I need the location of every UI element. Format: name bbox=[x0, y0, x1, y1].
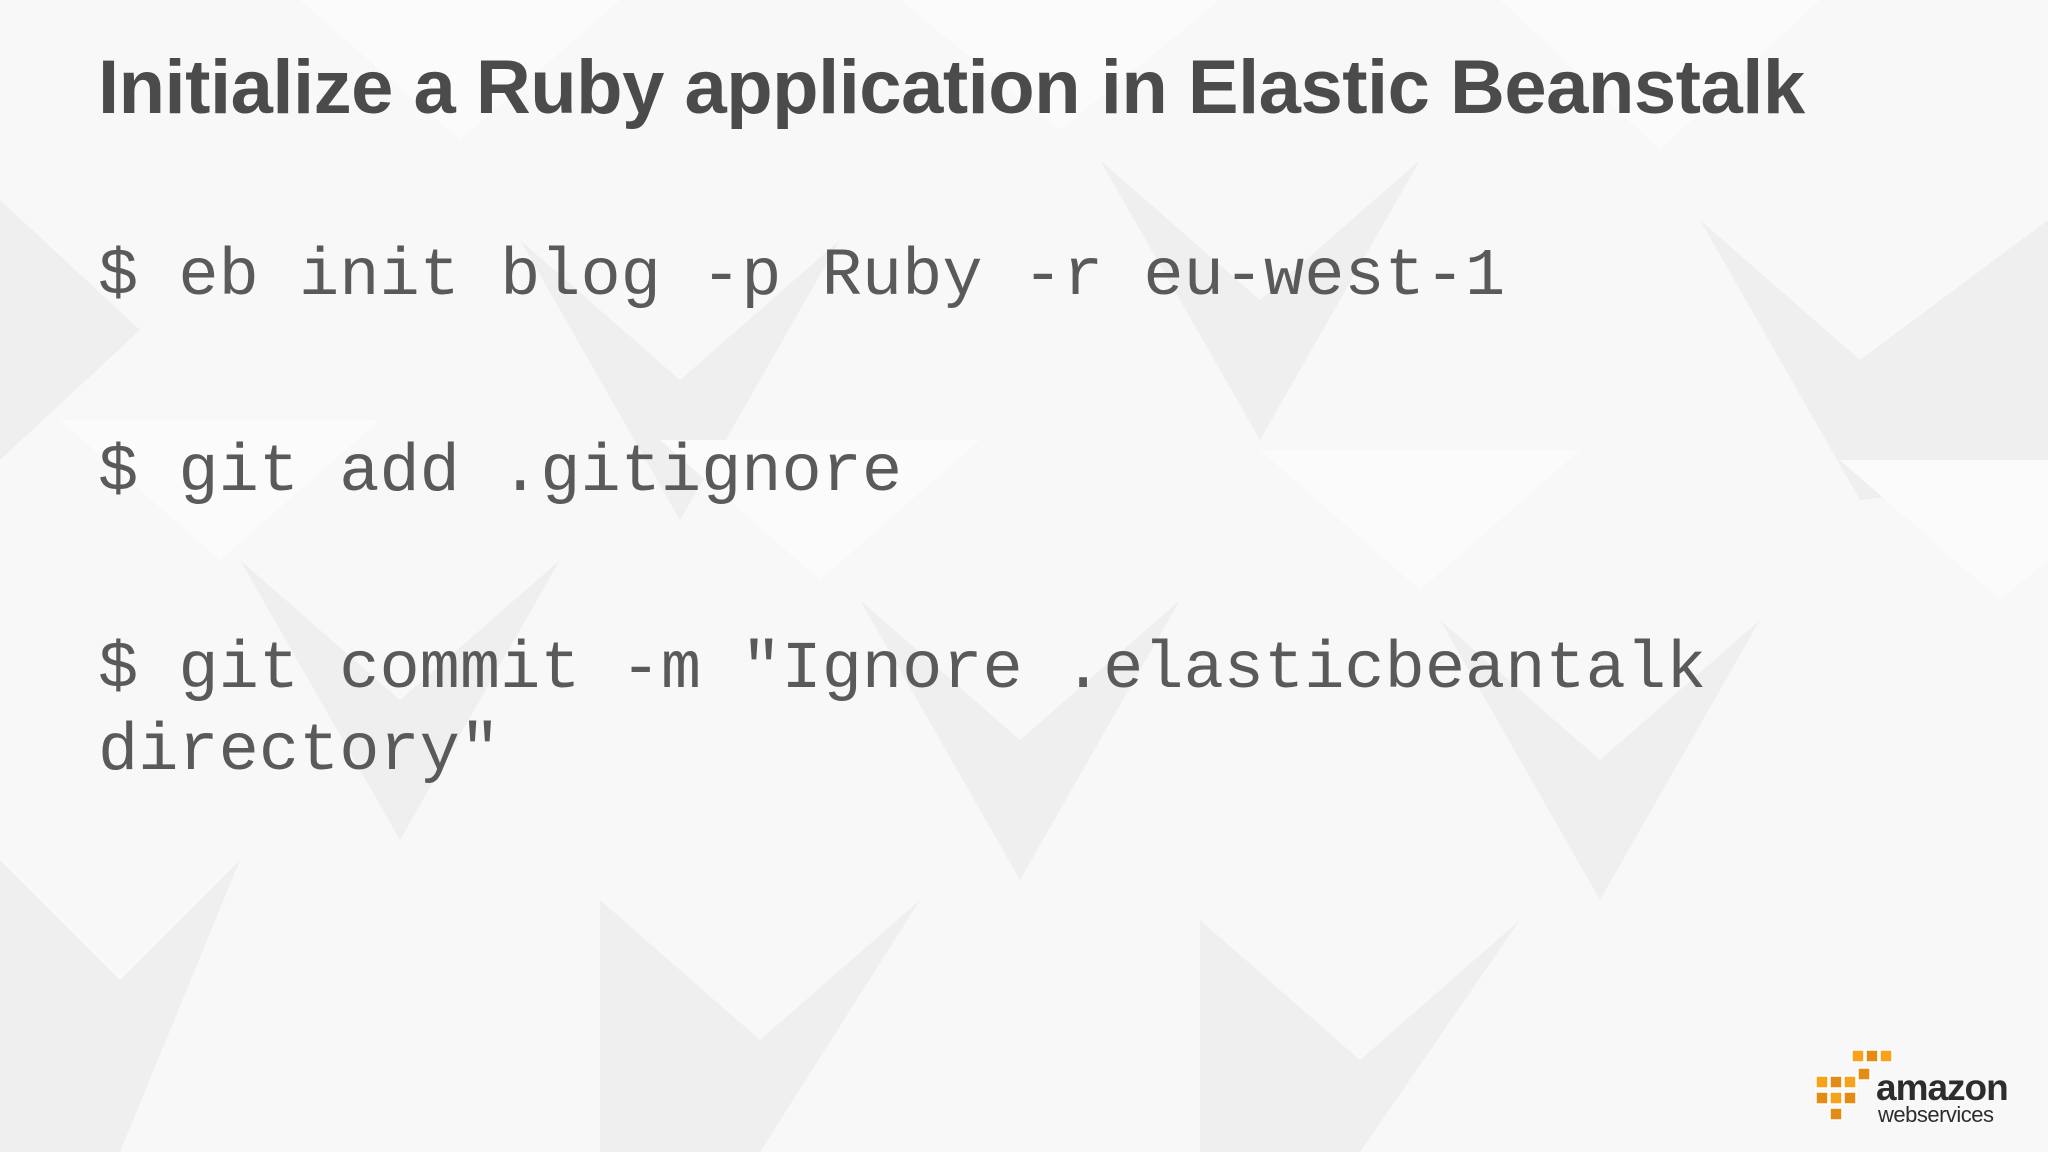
slide-title: Initialize a Ruby application in Elastic… bbox=[98, 45, 1805, 130]
logo-text-webservices: webservices bbox=[1878, 1102, 1994, 1127]
command-git-commit: $ git commit -m "Ignore .elasticbeantalk… bbox=[98, 632, 1707, 790]
command-eb-init: $ eb init blog -p Ruby -r eu-west-1 bbox=[98, 239, 1506, 315]
command-git-add: $ git add .gitignore bbox=[98, 435, 903, 511]
logo-text-amazon: amazon bbox=[1876, 1067, 2009, 1108]
aws-cubes-logo-icon bbox=[1815, 1049, 1893, 1121]
aws-logo: amazon webservices bbox=[1812, 1046, 2027, 1132]
